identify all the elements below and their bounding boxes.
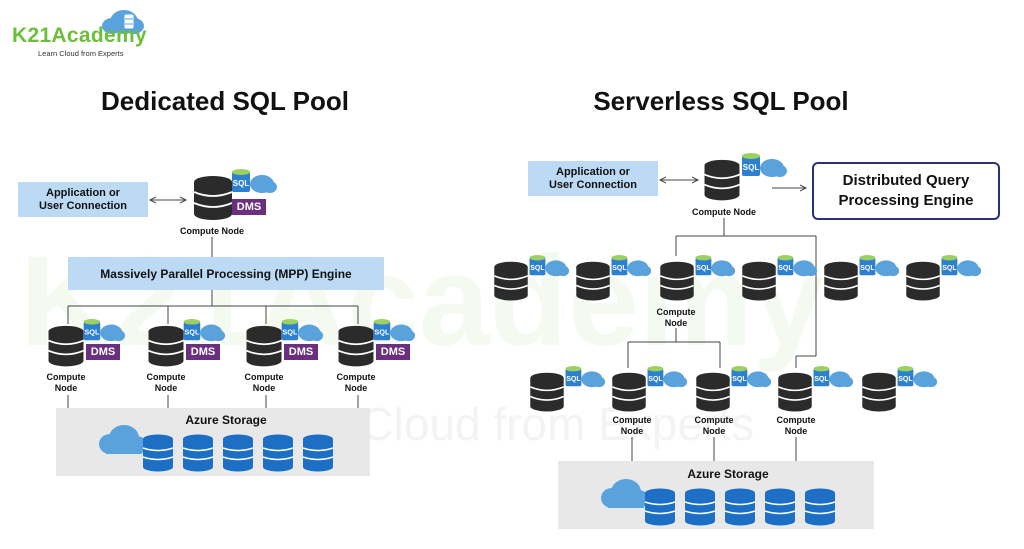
serverless-lower-node-label: Compute Node: [694, 415, 734, 436]
sql-cloud-icon: SQL: [529, 255, 570, 277]
serverless-lower-node-label: Compute Node: [776, 415, 816, 436]
database-icon: [529, 372, 565, 412]
sql-label: SQL: [84, 328, 100, 337]
storage-disk-icon: [262, 434, 294, 472]
database-icon: [695, 372, 731, 412]
serverless-title: Serverless SQL Pool: [593, 86, 849, 116]
sql-cloud-icon: SQL: [232, 169, 277, 193]
sql-label: SQL: [530, 265, 545, 272]
sql-label: SQL: [942, 265, 957, 272]
dms-badge: DMS: [376, 344, 410, 360]
sql-label: SQL: [233, 179, 250, 188]
logo-tagline: Learn Cloud from Experts: [38, 49, 124, 58]
dms-badge: DMS: [86, 344, 120, 360]
storage-disk-icon: [142, 434, 174, 472]
sql-cloud-icon: SQL: [611, 255, 652, 277]
storage-disk-icon: [644, 488, 676, 526]
database-icon: [905, 261, 941, 301]
sql-cloud-icon: SQL: [731, 366, 772, 388]
storage-disk-icon: [804, 488, 836, 526]
sql-cloud-icon: SQL: [941, 255, 982, 277]
dedicated-compute-node-label: Compute Node: [336, 372, 376, 393]
sql-label: SQL: [282, 328, 298, 337]
serverless-storage-label: Azure Storage: [687, 467, 769, 481]
dms-badge: DMS: [232, 199, 266, 215]
storage-disk-icon: [764, 488, 796, 526]
dedicated-title: Dedicated SQL Pool: [100, 86, 349, 116]
database-icon: [611, 372, 647, 412]
sql-cloud-icon: SQL: [183, 319, 226, 342]
distributed-query-engine-box: Distributed Query Processing Engine: [812, 162, 1000, 220]
sql-label: SQL: [778, 265, 793, 272]
sql-label: SQL: [612, 265, 627, 272]
sql-cloud-icon: SQL: [813, 366, 854, 388]
database-icon: [338, 325, 374, 367]
sql-label: SQL: [860, 265, 875, 272]
cloud-icon: [99, 425, 147, 454]
sql-label: SQL: [648, 376, 663, 383]
cloud-icon: [601, 479, 649, 508]
storage-disk-icon: [302, 434, 334, 472]
database-icon: [741, 261, 777, 301]
serverless-middle-node-label: Compute Node: [656, 307, 696, 328]
database-icon: [823, 261, 859, 301]
database-icon: [148, 325, 184, 367]
sql-label: SQL: [374, 328, 390, 337]
database-icon: [861, 372, 897, 412]
cloud-icon: [102, 10, 144, 34]
database-icon: [659, 261, 695, 301]
dedicated-app-connection-box: Application or User Connection: [18, 182, 148, 217]
sql-label: SQL: [814, 376, 829, 383]
sql-label: SQL: [566, 376, 581, 383]
serverless-lower-node-label: Compute Node: [612, 415, 652, 436]
database-icon: [777, 372, 813, 412]
sql-cloud-icon: SQL: [742, 153, 787, 177]
dedicated-storage-label: Azure Storage: [185, 413, 267, 427]
sql-cloud-icon: SQL: [897, 366, 938, 388]
sql-cloud-icon: SQL: [695, 255, 736, 277]
dms-badge: DMS: [186, 344, 220, 360]
sql-label: SQL: [898, 376, 913, 383]
sql-cloud-icon: SQL: [647, 366, 688, 388]
sql-cloud-icon: SQL: [373, 319, 416, 342]
sql-cloud-icon: SQL: [777, 255, 818, 277]
storage-disk-icon: [222, 434, 254, 472]
database-icon: [48, 325, 84, 367]
sql-cloud-icon: SQL: [565, 366, 606, 388]
mpp-engine-box: Massively Parallel Processing (MPP) Engi…: [68, 257, 384, 290]
sql-cloud-icon: SQL: [83, 319, 126, 342]
storage-disk-icon: [182, 434, 214, 472]
storage-disk-icon: [684, 488, 716, 526]
serverless-app-connection-label: Application or User Connection: [548, 165, 637, 191]
sql-label: SQL: [743, 163, 760, 172]
serverless-control-node-label: Compute Node: [692, 207, 756, 217]
sql-label: SQL: [184, 328, 200, 337]
dedicated-compute-node-label: Compute Node: [146, 372, 186, 393]
database-icon: [246, 325, 282, 367]
logo: [10, 6, 150, 61]
dedicated-compute-node-label: Compute Node: [46, 372, 86, 393]
distributed-query-engine-label: Distributed Query Processing Engine: [838, 172, 974, 209]
sql-cloud-icon: SQL: [281, 319, 324, 342]
dedicated-app-connection-label: Application or User Connection: [38, 186, 127, 212]
database-icon: [193, 176, 233, 220]
dedicated-control-node-label: Compute Node: [180, 226, 244, 236]
logo-text: K21Academy: [12, 24, 147, 47]
database-icon: [493, 261, 529, 301]
dedicated-compute-node-label: Compute Node: [244, 372, 284, 393]
sql-label: SQL: [696, 265, 711, 272]
dms-badge: DMS: [284, 344, 318, 360]
storage-disk-icon: [724, 488, 756, 526]
sql-label: SQL: [732, 376, 747, 383]
sql-cloud-icon: SQL: [859, 255, 900, 277]
database-icon: [704, 159, 740, 201]
database-icon: [575, 261, 611, 301]
serverless-app-connection-box: Application or User Connection: [528, 161, 658, 196]
mpp-engine-label: Massively Parallel Processing (MPP) Engi…: [100, 266, 352, 281]
